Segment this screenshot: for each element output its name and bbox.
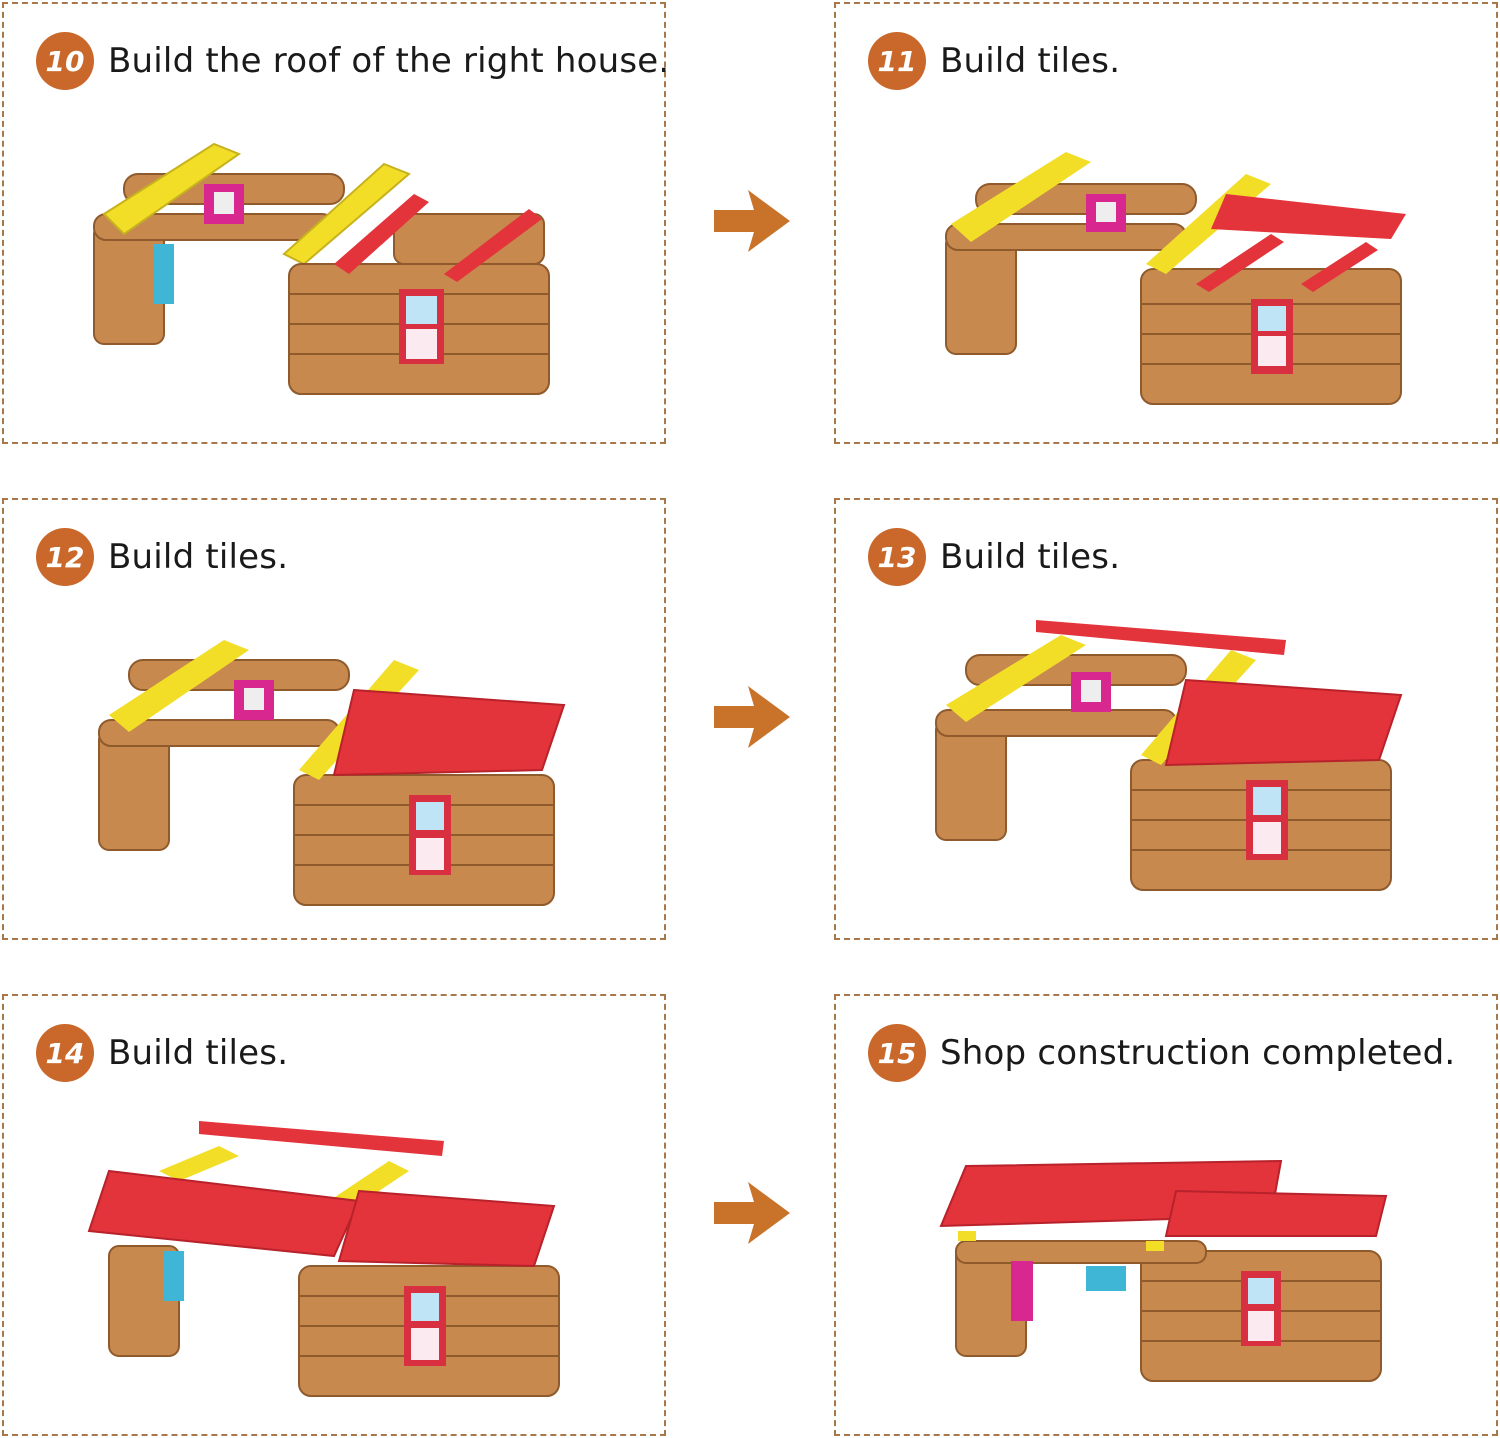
step-title: Build tiles. [108,537,289,577]
step-panel-12: 12 Build tiles. [2,498,666,940]
step-header: 15 Shop construction completed. [868,1024,1455,1082]
right-arrow-icon [714,1182,790,1244]
log-cabin-illustration [93,142,550,395]
step-panel-10: 10 Build the roof of the right house. [2,2,669,444]
log-cabin-illustration [939,1159,1388,1382]
step-number-badge: 13 [868,528,926,586]
step-header: 13 Build tiles. [868,528,1120,586]
step-panel-14: 14 Build tiles. [2,994,666,1436]
log-cabin-illustration [87,1121,560,1397]
step-header: 11 Build tiles. [868,32,1120,90]
log-cabin-illustration [98,640,566,906]
step-title: Build tiles. [108,1033,289,1073]
right-arrow-icon [714,190,790,252]
right-arrow-icon [714,686,790,748]
step-number-badge: 10 [36,32,94,90]
step-panel-11: 11 Build tiles. [834,2,1498,444]
step-title: Build tiles. [940,41,1121,81]
log-cabin-illustration [945,152,1406,405]
step-number-badge: 14 [36,1024,94,1082]
step-header: 10 Build the roof of the right house. [36,32,669,90]
step-panel-15: 15 Shop construction completed. [834,994,1498,1436]
step-number-badge: 11 [868,32,926,90]
step-title: Build the roof of the right house. [108,41,670,81]
step-panel-13: 13 Build tiles. [834,498,1498,940]
log-cabin-illustration [935,620,1403,891]
step-number-badge: 12 [36,528,94,586]
step-header: 14 Build tiles. [36,1024,288,1082]
step-number-badge: 15 [868,1024,926,1082]
step-header: 12 Build tiles. [36,528,288,586]
step-title: Build tiles. [940,537,1121,577]
step-title: Shop construction completed. [940,1033,1456,1073]
